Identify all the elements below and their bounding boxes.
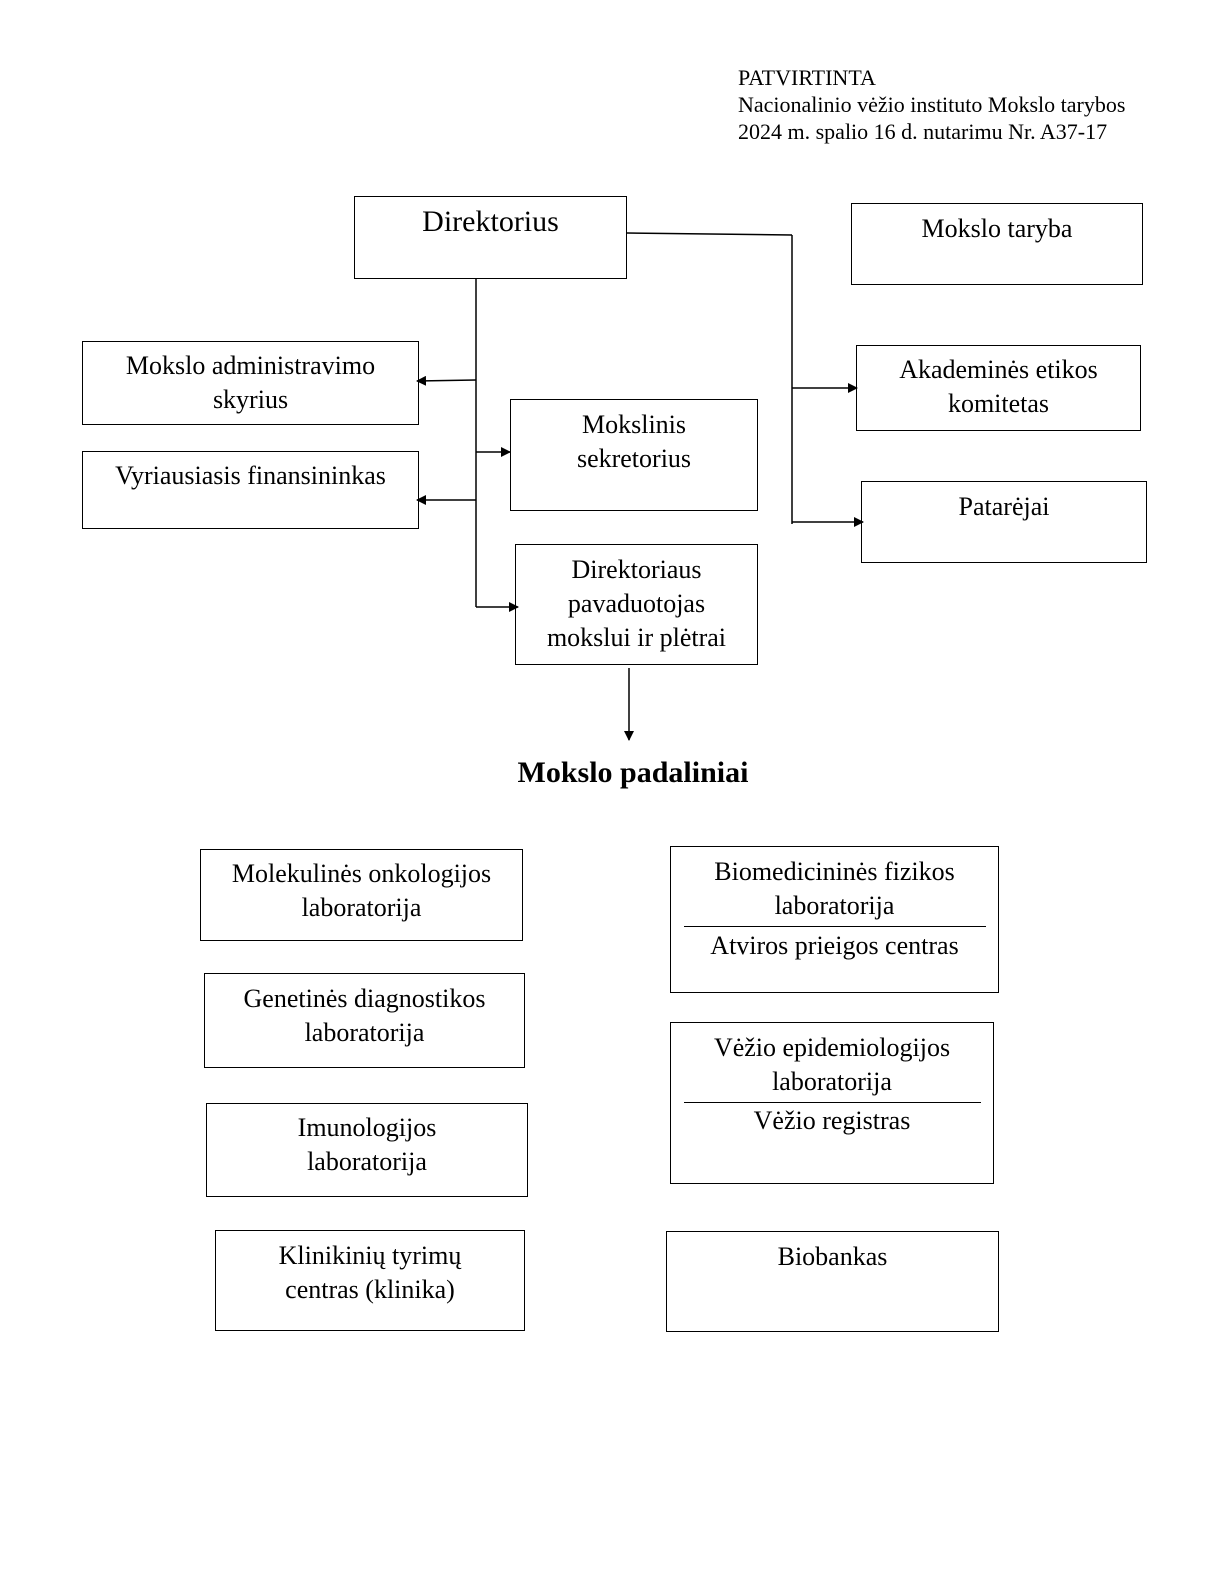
biomedical-physics-label: Biomedicininės fizikos laboratorija (714, 857, 955, 920)
advisors-box: Patarėjai (861, 481, 1147, 563)
biomedical-physics-divider (684, 926, 986, 927)
genetic-diagnostics-label: Genetinės diagnostikos laboratorija (243, 984, 486, 1047)
science-admin-label: Mokslo administravimo skyrius (125, 351, 376, 414)
deputy-director-box: Direktoriaus pavaduotojas mokslui ir plė… (515, 544, 758, 665)
approval-line-2: Nacionalinio vėžio instituto Mokslo tary… (738, 92, 1126, 117)
cancer-epidemiology-box: Vėžio epidemiologijos laboratorija Vėžio… (670, 1022, 994, 1184)
advisors-label: Patarėjai (958, 492, 1050, 521)
scientific-secretary-label: Mokslinis sekretorius (576, 410, 692, 473)
clinical-research-label: Klinikinių tyrimų centras (klinika) (278, 1241, 462, 1304)
cancer-registry-label: Vėžio registras (753, 1106, 911, 1135)
science-council-label: Mokslo taryba (921, 214, 1073, 243)
arrow-to-science-admin (416, 375, 477, 386)
scientific-secretary-box: Mokslinis sekretorius (510, 399, 758, 511)
molecular-oncology-box: Molekulinės onkologijos laboratorija (200, 849, 523, 941)
molecular-oncology-label: Molekulinės onkologijos laboratorija (231, 859, 492, 922)
ethics-committee-box: Akademinės etikos komitetas (856, 345, 1141, 431)
deputy-director-label: Direktoriaus pavaduotojas mokslui ir plė… (546, 555, 727, 652)
ethics-committee-label: Akademinės etikos komitetas (899, 355, 1098, 418)
chief-financier-box: Vyriausiasis finansininkas (82, 451, 419, 529)
approval-stamp: PATVIRTINTA Nacionalinio vėžio instituto… (738, 64, 1125, 145)
open-access-centre-label: Atviros prieigos centras (710, 931, 959, 960)
biobank-box: Biobankas (666, 1231, 999, 1332)
immunology-box: Imunologijos laboratorija (206, 1103, 528, 1197)
biobank-label: Biobankas (777, 1242, 888, 1271)
approval-line-1: PATVIRTINTA (738, 65, 876, 90)
science-admin-box: Mokslo administravimo skyrius (82, 341, 419, 425)
cancer-epidemiology-label: Vėžio epidemiologijos laboratorija (713, 1033, 951, 1096)
cancer-epidemiology-divider (684, 1102, 981, 1103)
genetic-diagnostics-box: Genetinės diagnostikos laboratorija (204, 973, 525, 1068)
director-box: Direktorius (354, 196, 627, 279)
director-label: Direktorius (422, 205, 559, 238)
chief-financier-label: Vyriausiasis finansininkas (115, 461, 386, 490)
director-right-line (626, 232, 793, 236)
biomedical-physics-box: Biomedicininės fizikos laboratorija Atvi… (670, 846, 999, 993)
clinical-research-box: Klinikinių tyrimų centras (klinika) (215, 1230, 525, 1331)
science-units-title: Mokslo padaliniai (517, 756, 749, 789)
immunology-label: Imunologijos laboratorija (297, 1113, 437, 1176)
science-council-box: Mokslo taryba (851, 203, 1143, 285)
approval-line-3: 2024 m. spalio 16 d. nutarimu Nr. A37-17 (738, 119, 1108, 144)
